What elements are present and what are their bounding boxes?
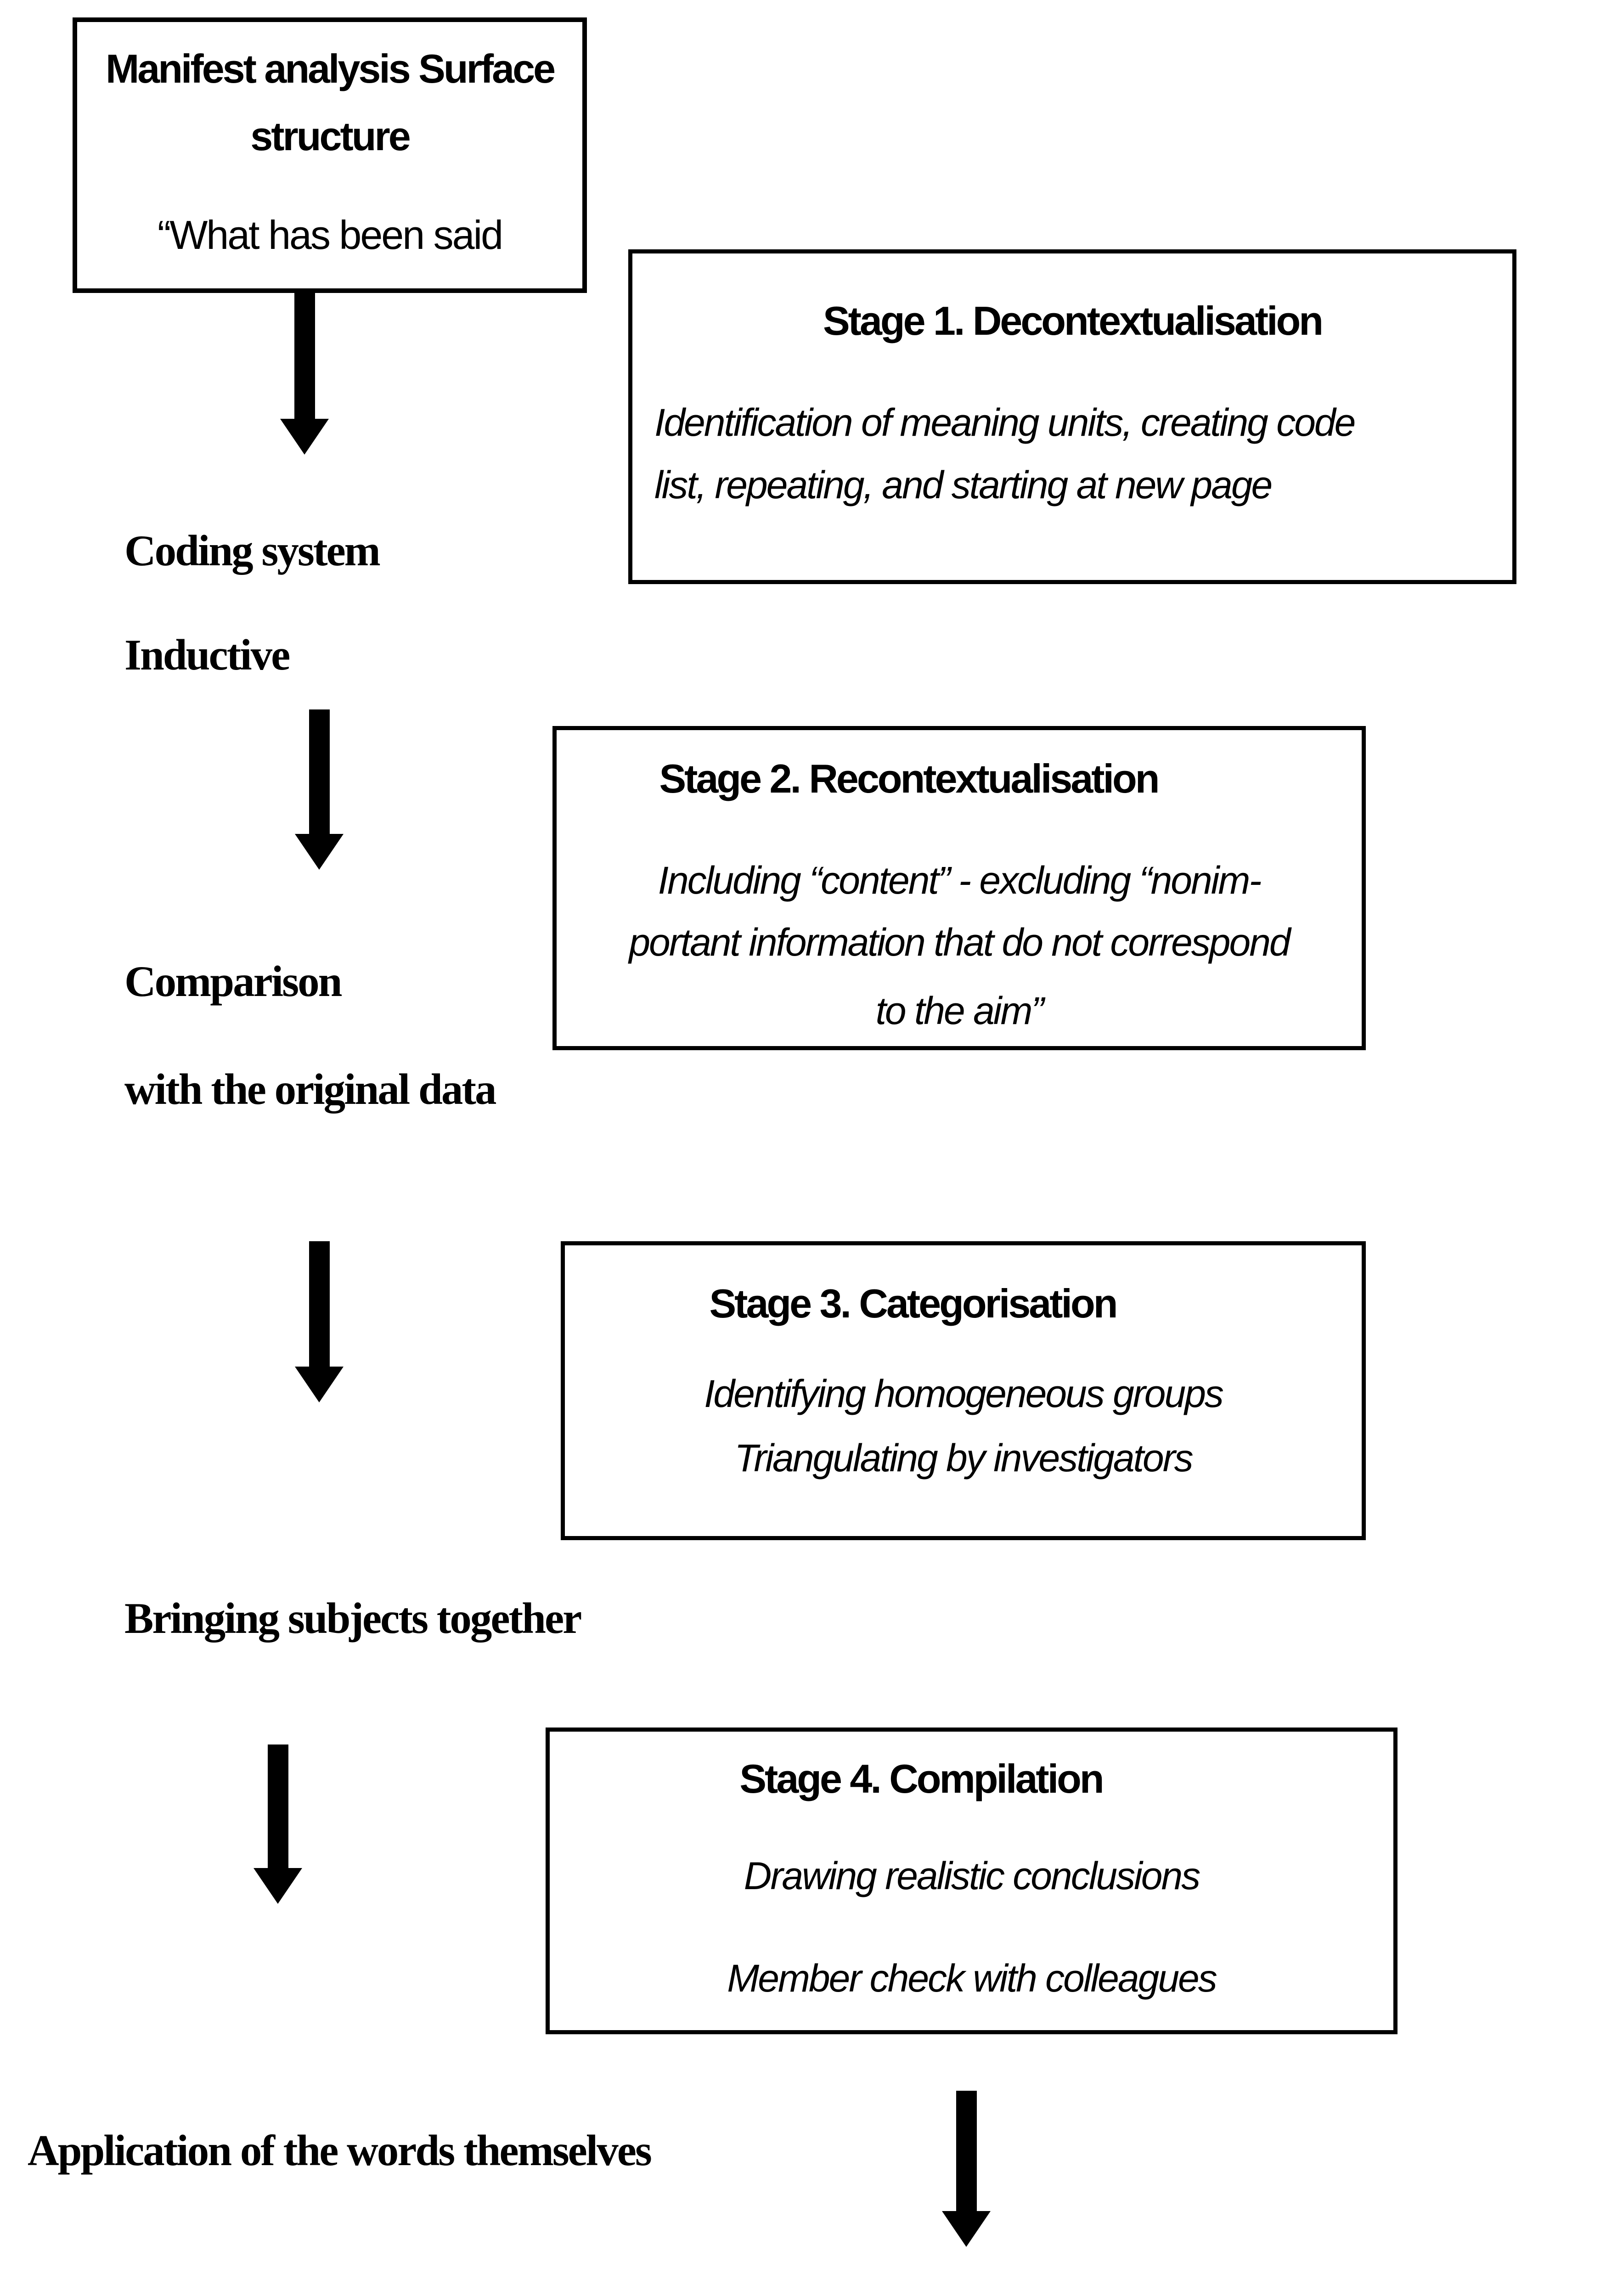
down-arrow-1: [280, 293, 329, 455]
label-comparison: Comparison: [124, 957, 342, 1006]
stage-2-box: Stage 2. Recontextualisation Including “…: [552, 726, 1366, 1050]
stage-1-line-1: Identification of meaning units, creatin…: [654, 401, 1356, 444]
label-with-original-data: with the original data: [124, 1065, 497, 1114]
label-coding-system: Coding system: [124, 526, 381, 575]
stage-3-line-2: Triangulating by investigators: [734, 1436, 1193, 1480]
arrow-head-icon: [254, 1868, 302, 1904]
stage-4-title: Stage 4. Compilation: [739, 1756, 1104, 1801]
down-arrow-4: [254, 1745, 302, 1904]
label-inductive: Inductive: [124, 630, 290, 679]
arrow-head-icon: [942, 2211, 991, 2247]
arrow-shaft: [309, 709, 330, 834]
source-box: Manifest analysis Surface structure “Wha…: [73, 17, 587, 293]
source-box-line-1: Manifest analysis Surface: [105, 46, 556, 91]
stage-4-box: Stage 4. Compilation Drawing realistic c…: [546, 1728, 1398, 2034]
source-box-line-3: “What has been said: [157, 212, 503, 258]
stage-3-box: Stage 3. Categorisation Identifying homo…: [561, 1241, 1366, 1540]
label-bringing-subjects: Bringing subjects together: [124, 1594, 582, 1643]
stage-4-line-1: Drawing realistic conclusions: [744, 1854, 1200, 1897]
arrow-shaft: [309, 1241, 330, 1367]
stage-3-title: Stage 3. Categorisation: [709, 1281, 1118, 1326]
stage-3-line-1: Identifying homogeneous groups: [704, 1372, 1224, 1415]
arrow-head-icon: [280, 419, 329, 455]
arrow-shaft: [267, 1745, 288, 1868]
stage-1-line-2: list, repeating, and starting at new pag…: [654, 463, 1273, 506]
down-arrow-5: [942, 2091, 991, 2247]
down-arrow-2: [295, 709, 344, 870]
arrow-head-icon: [295, 834, 344, 870]
down-arrow-3: [295, 1241, 344, 1402]
stage-2-title: Stage 2. Recontextualisation: [659, 756, 1160, 801]
stage-2-line-3: to the aim”: [875, 989, 1044, 1032]
label-application: Application of the words themselves: [28, 2126, 652, 2175]
source-box-line-2: structure: [250, 113, 411, 159]
stage-2-line-1: Including “content” - excluding “nonim-: [658, 859, 1262, 902]
arrow-shaft: [294, 293, 315, 419]
stage-2-line-2: portant information that do not correspo…: [629, 921, 1290, 964]
arrow-shaft: [956, 2091, 977, 2211]
stage-4-line-2: Member check with colleagues: [727, 1957, 1217, 2000]
stage-1-title: Stage 1. Decontextualisation: [823, 298, 1324, 343]
stage-1-box: Stage 1. Decontextualisation Identificat…: [628, 249, 1516, 584]
arrow-head-icon: [295, 1367, 344, 1402]
